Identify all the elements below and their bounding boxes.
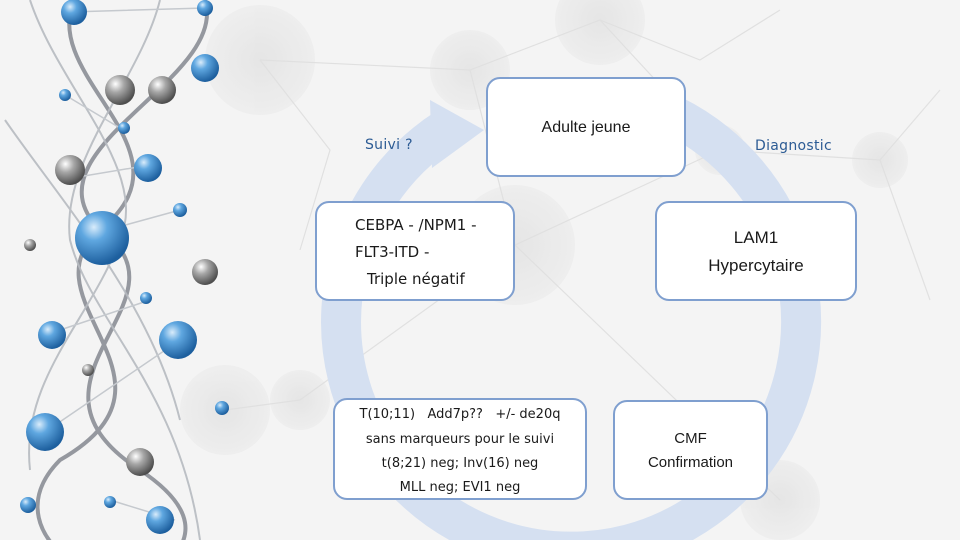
dna-molecule-decoration	[4, 0, 229, 540]
box-adulte-jeune-text: Adulte jeune	[541, 119, 631, 136]
box-cytogenetics: T(10;11) Add7p?? +/- de20q sans marqueur…	[333, 398, 587, 500]
label-diagnostic: Diagnostic	[755, 138, 832, 154]
marker-line-triple-negatif: Triple négatif	[367, 270, 465, 288]
cytogenetics-line-3: t(8;21) neg; Inv(16) neg	[381, 456, 539, 471]
cytogenetics-line-2: sans marqueurs pour le suivi	[365, 432, 555, 447]
label-suivi: Suivi ?	[365, 137, 413, 153]
marker-line-flt3-itd: FLT3-ITD -	[355, 243, 430, 261]
cytogenetics-line-4: MLL neg; EVI1 neg	[399, 480, 521, 495]
box-lam1-hypercytaire: LAM1 Hypercytaire	[655, 201, 857, 301]
box-confirmation-text: Confirmation	[647, 454, 734, 471]
box-cmf-confirmation: CMF Confirmation	[613, 400, 768, 500]
box-adulte-jeune: Adulte jeune	[486, 77, 686, 177]
marker-line-cebpa-npm1: CEBPA - /NPM1 -	[355, 216, 477, 234]
box-cmf-text: CMF	[674, 430, 707, 447]
box-hypercytaire-text: Hypercytaire	[708, 256, 804, 275]
cytogenetics-line-1: T(10;11) Add7p?? +/- de20q	[359, 407, 561, 422]
box-molecular-markers: CEBPA - /NPM1 - FLT3-ITD - Triple négati…	[315, 201, 515, 301]
box-lam1-text: LAM1	[733, 228, 779, 247]
